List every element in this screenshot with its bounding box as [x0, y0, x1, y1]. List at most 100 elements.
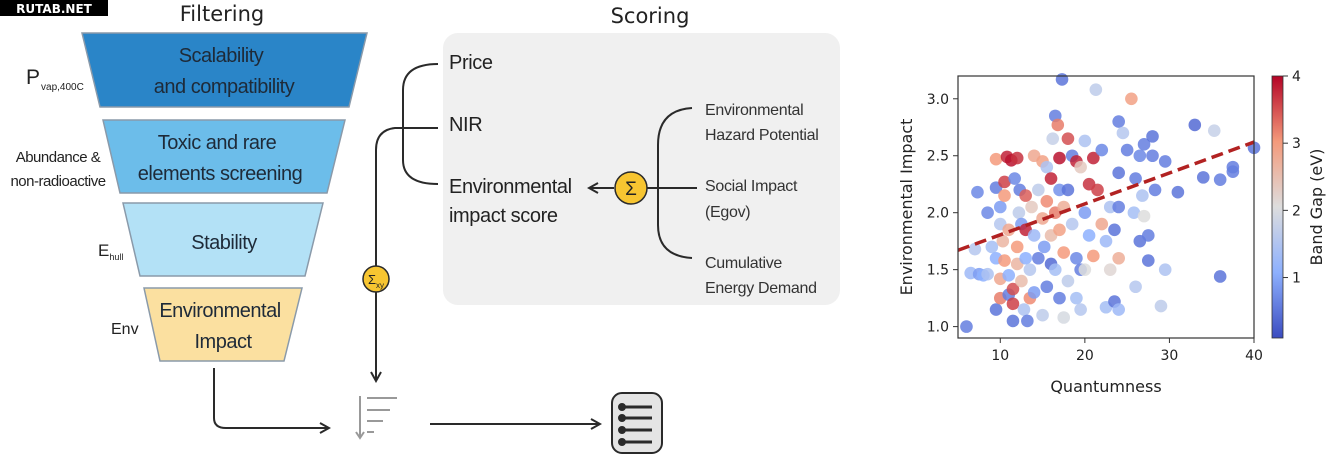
- data-point: [998, 189, 1011, 202]
- data-point: [1074, 160, 1087, 174]
- data-point: [1226, 165, 1240, 178]
- data-point: [1057, 311, 1071, 324]
- data-point: [1089, 83, 1103, 96]
- data-point: [1112, 251, 1125, 265]
- data-point: [1057, 246, 1071, 259]
- data-point: [1006, 297, 1020, 311]
- scoring-title: Scoring: [611, 4, 690, 28]
- x-axis-label: Quantumness: [1050, 377, 1161, 396]
- criterion-abundance: Abundance &: [16, 149, 101, 166]
- data-point: [1065, 217, 1079, 231]
- component-ehp-line1: Environmental: [705, 102, 803, 119]
- stage-label: Environmental: [159, 300, 280, 322]
- trend-line: [957, 140, 1255, 252]
- sum-symbol: Σ: [625, 179, 637, 200]
- data-point: [1015, 274, 1028, 288]
- data-point: [1158, 263, 1172, 276]
- data-point: [1061, 132, 1075, 145]
- data-point: [1207, 124, 1221, 137]
- x-tick-label: 20: [1076, 348, 1094, 364]
- colorbar: [1271, 75, 1284, 339]
- component-social-line2: (Egov): [705, 204, 750, 221]
- data-point: [1095, 143, 1109, 157]
- data-point: [1010, 240, 1024, 254]
- y-tick-label: 3.0: [927, 92, 949, 108]
- filtering-title: Filtering: [180, 2, 264, 26]
- data-point: [1087, 151, 1100, 165]
- data-point: [985, 240, 999, 254]
- score-nir: NIR: [449, 114, 482, 136]
- data-point: [1129, 172, 1142, 185]
- data-point: [1141, 229, 1155, 242]
- data-point: [1213, 270, 1227, 283]
- data-point: [993, 200, 1007, 214]
- data-point: [1127, 206, 1141, 219]
- data-point: [1158, 155, 1172, 168]
- data-point: [1141, 254, 1155, 267]
- data-point: [998, 175, 1011, 189]
- data-point: [1112, 200, 1125, 214]
- data-point: [998, 254, 1011, 267]
- y-tick-label: 1.5: [927, 263, 949, 279]
- scoring-panel: [443, 33, 840, 305]
- colorbar-tick-label: 4: [1292, 69, 1301, 85]
- data-point: [1112, 115, 1125, 128]
- y-tick-label: 2.5: [927, 149, 949, 165]
- weighted-sum-symbol: Σxy: [368, 272, 384, 290]
- data-point: [1061, 183, 1075, 197]
- nir-connector: [375, 127, 438, 266]
- colorbar-tick-label: 2: [1292, 203, 1301, 219]
- funnel-stage-toxic-screening: [102, 119, 346, 194]
- stage-label: Toxic and rare: [158, 132, 277, 154]
- data-point: [1112, 303, 1125, 316]
- data-point: [1188, 118, 1202, 132]
- data-point: [1006, 314, 1020, 328]
- data-point: [1025, 200, 1038, 214]
- data-point: [1078, 134, 1092, 148]
- data-point: [1061, 274, 1075, 288]
- data-point: [981, 267, 994, 281]
- data-point: [1171, 185, 1185, 199]
- data-point: [1010, 151, 1024, 165]
- criterion-ehull: Ehull: [98, 241, 123, 262]
- colorbar-tick-label: 1: [1292, 271, 1301, 287]
- component-bracket: [657, 107, 693, 259]
- x-tick-label: 40: [1245, 348, 1263, 364]
- data-point: [1012, 206, 1026, 219]
- data-point: [1137, 138, 1151, 151]
- y-tick-label: 2.0: [927, 206, 949, 222]
- criterion-non-radioactive: non-radioactive: [10, 173, 105, 190]
- data-point: [1074, 303, 1087, 316]
- data-point: [1053, 151, 1066, 165]
- data-point: [968, 242, 982, 256]
- data-point: [1032, 251, 1045, 265]
- data-point: [1053, 291, 1066, 305]
- data-point: [1078, 206, 1092, 219]
- score-bracket: [402, 63, 439, 185]
- data-point: [1125, 92, 1138, 106]
- data-point: [1023, 263, 1037, 276]
- scatter-points: [960, 73, 1261, 333]
- data-point: [1051, 118, 1065, 132]
- stage-label: elements screening: [138, 163, 302, 185]
- data-point: [1002, 269, 1016, 282]
- data-point: [1082, 229, 1096, 242]
- criterion-pvap: Pvap,400C: [26, 66, 84, 93]
- data-point: [1078, 263, 1092, 276]
- data-point: [1006, 282, 1020, 296]
- data-point: [1108, 223, 1121, 237]
- data-point: [1032, 183, 1045, 197]
- colorbar-label: Band Gap (eV): [1307, 149, 1326, 266]
- data-point: [1154, 299, 1168, 313]
- y-tick-label: 1.0: [927, 320, 949, 336]
- watermark: RUTAB.NET: [16, 2, 92, 16]
- component-ced-line1: Cumulative: [705, 255, 782, 272]
- data-point: [1027, 286, 1041, 299]
- data-point: [1027, 229, 1041, 242]
- plot-frame: [957, 75, 1255, 339]
- component-ced-line2: Energy Demand: [705, 280, 817, 297]
- score-price: Price: [449, 52, 493, 74]
- data-point: [1040, 160, 1054, 174]
- data-point: [996, 234, 1010, 248]
